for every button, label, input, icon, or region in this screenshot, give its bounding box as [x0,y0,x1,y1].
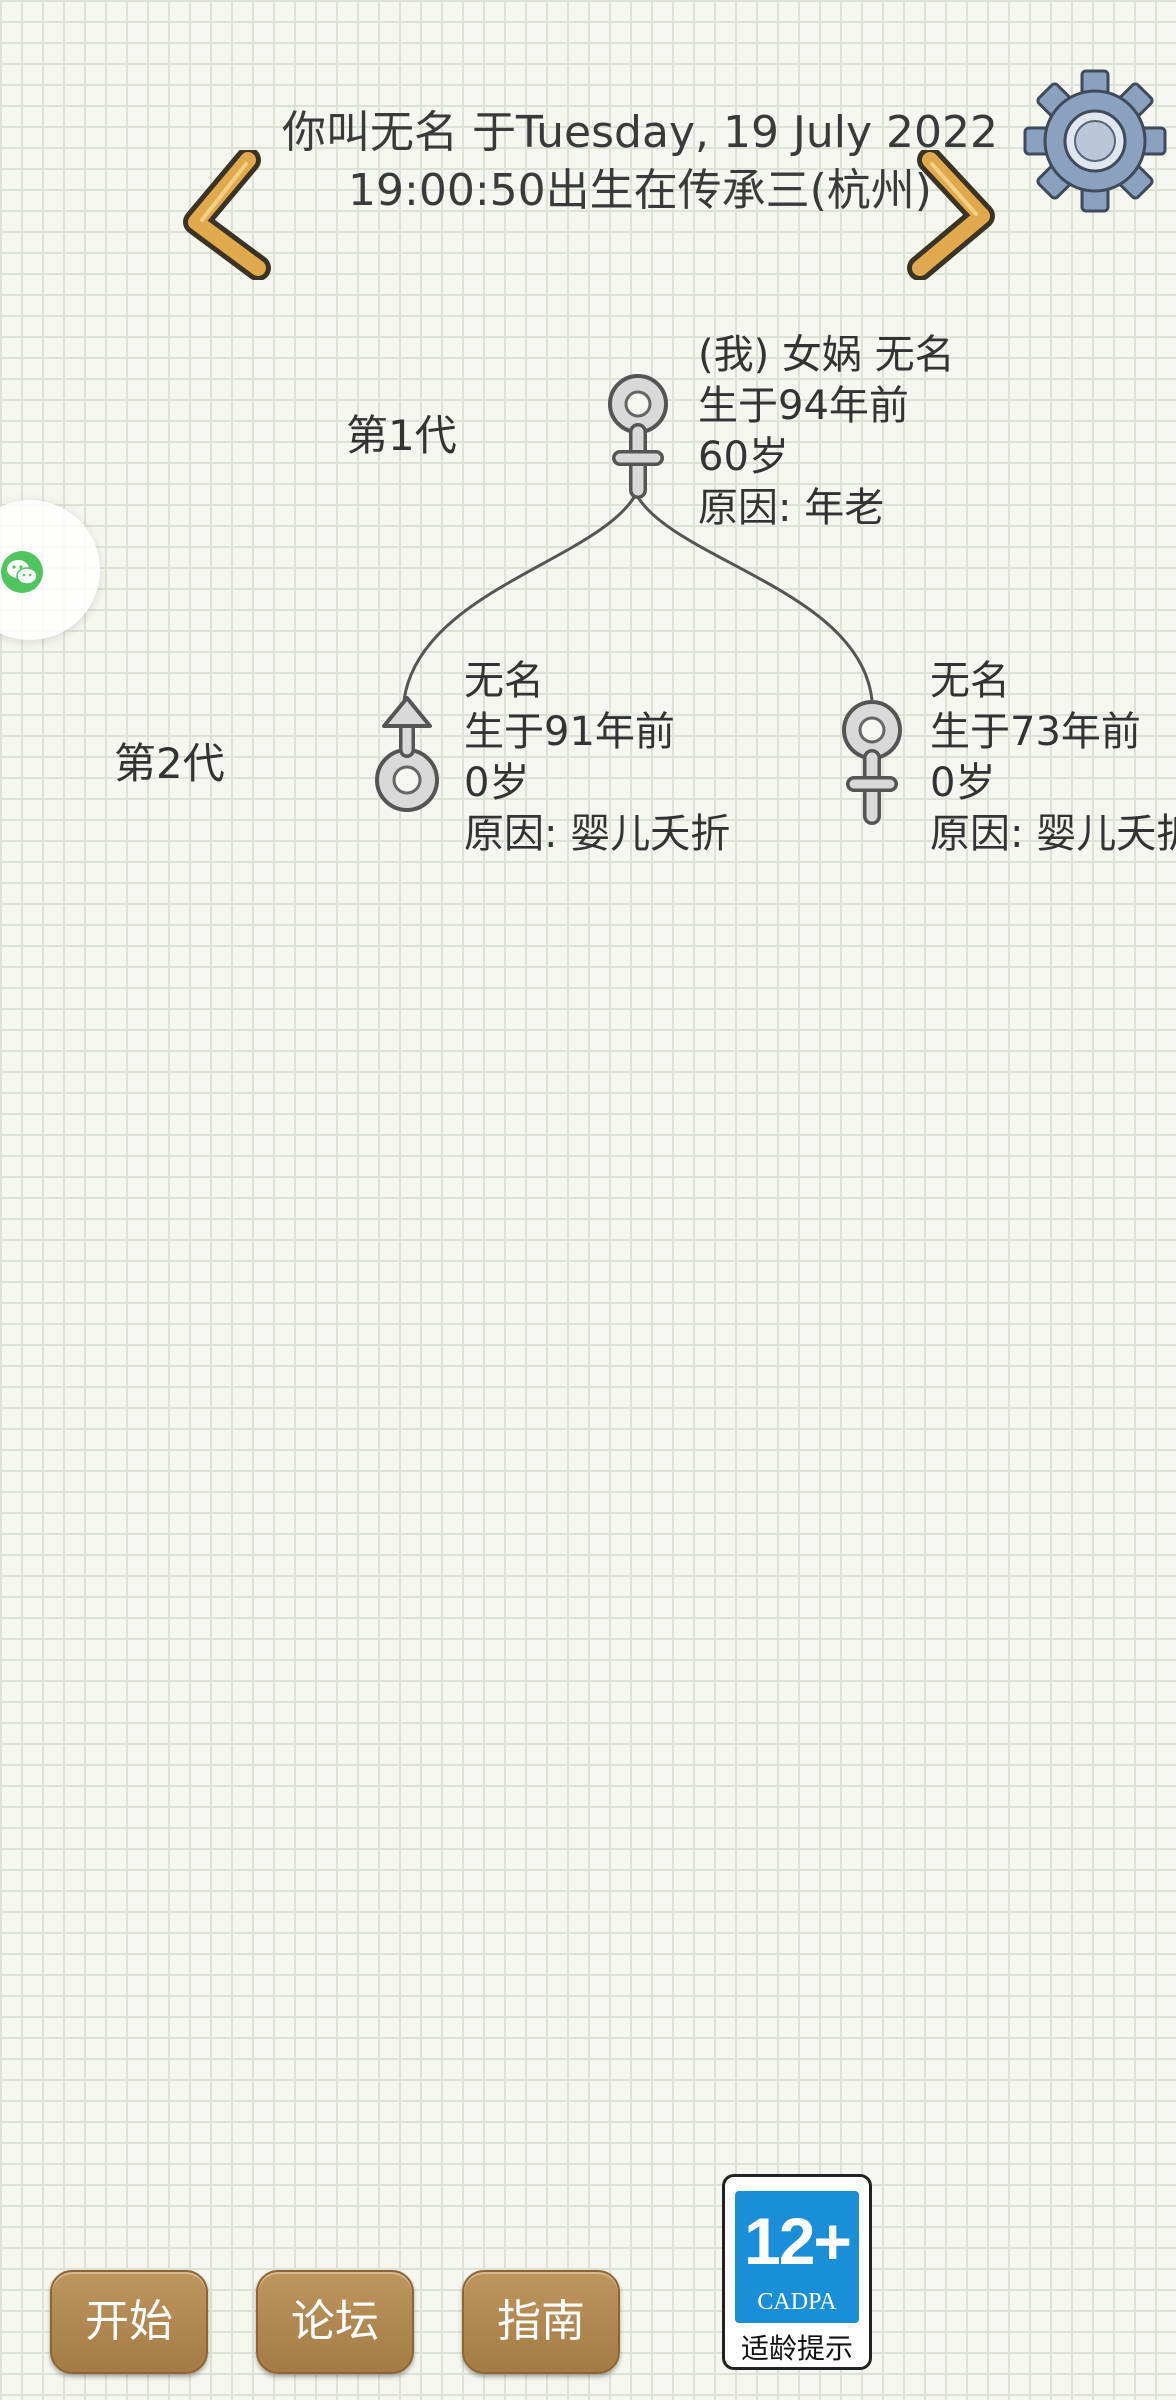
generation-2-label: 第2代 [114,739,225,788]
birth-info-title: 你叫无名 于Tuesday, 19 July 2022 19:00:50出生在传… [260,104,1020,220]
person-name: 无名 [464,658,544,704]
person-card-self[interactable]: (我) 女娲 无名 生于94年前 60岁 原因: 年老 [698,330,955,534]
generation-1-label: 第1代 [346,411,457,460]
chevron-left-icon[interactable] [178,150,288,280]
person-born: 生于94年前 [698,383,909,429]
person-name: (我) 女娲 无名 [698,332,955,378]
person-age: 0岁 [930,760,996,806]
start-button[interactable]: 开始 [50,2270,208,2374]
person-death-cause: 原因: 婴儿夭折 [464,811,731,857]
age-rating-org: CADPA [757,2289,837,2315]
person-death-cause: 原因: 婴儿夭折 [930,811,1176,857]
birth-info-line1: 你叫无名 于Tuesday, 19 July 2022 [281,107,999,158]
birth-info-line2: 19:00:50出生在传承三(杭州) [348,165,932,216]
chevron-right-icon[interactable] [890,150,1000,280]
male-icon[interactable] [366,690,448,820]
person-card-child-1[interactable]: 无名 生于91年前 0岁 原因: 婴儿夭折 [464,656,730,860]
wechat-icon[interactable] [0,550,44,594]
age-rating-value: 12+ [744,2204,852,2278]
guide-button[interactable]: 指南 [462,2270,620,2374]
female-icon[interactable] [832,690,912,826]
person-age: 60岁 [698,434,789,480]
gear-icon[interactable] [1020,66,1170,216]
age-rating-tip: 适龄提示 [740,2332,853,2365]
person-born: 生于91年前 [464,709,675,755]
age-rating-badge: 12+ CADPA 适龄提示 [722,2174,872,2370]
family-tree-lines [402,493,874,701]
person-born: 生于73年前 [930,709,1141,755]
person-name: 无名 [930,658,1010,704]
forum-button[interactable]: 论坛 [256,2270,414,2374]
female-icon[interactable] [598,364,678,500]
person-card-child-2[interactable]: 无名 生于73年前 0岁 原因: 婴儿夭折 [930,656,1176,860]
person-death-cause: 原因: 年老 [698,485,885,531]
person-age: 0岁 [464,760,530,806]
age-rating-panel: 12+ CADPA [735,2191,859,2323]
